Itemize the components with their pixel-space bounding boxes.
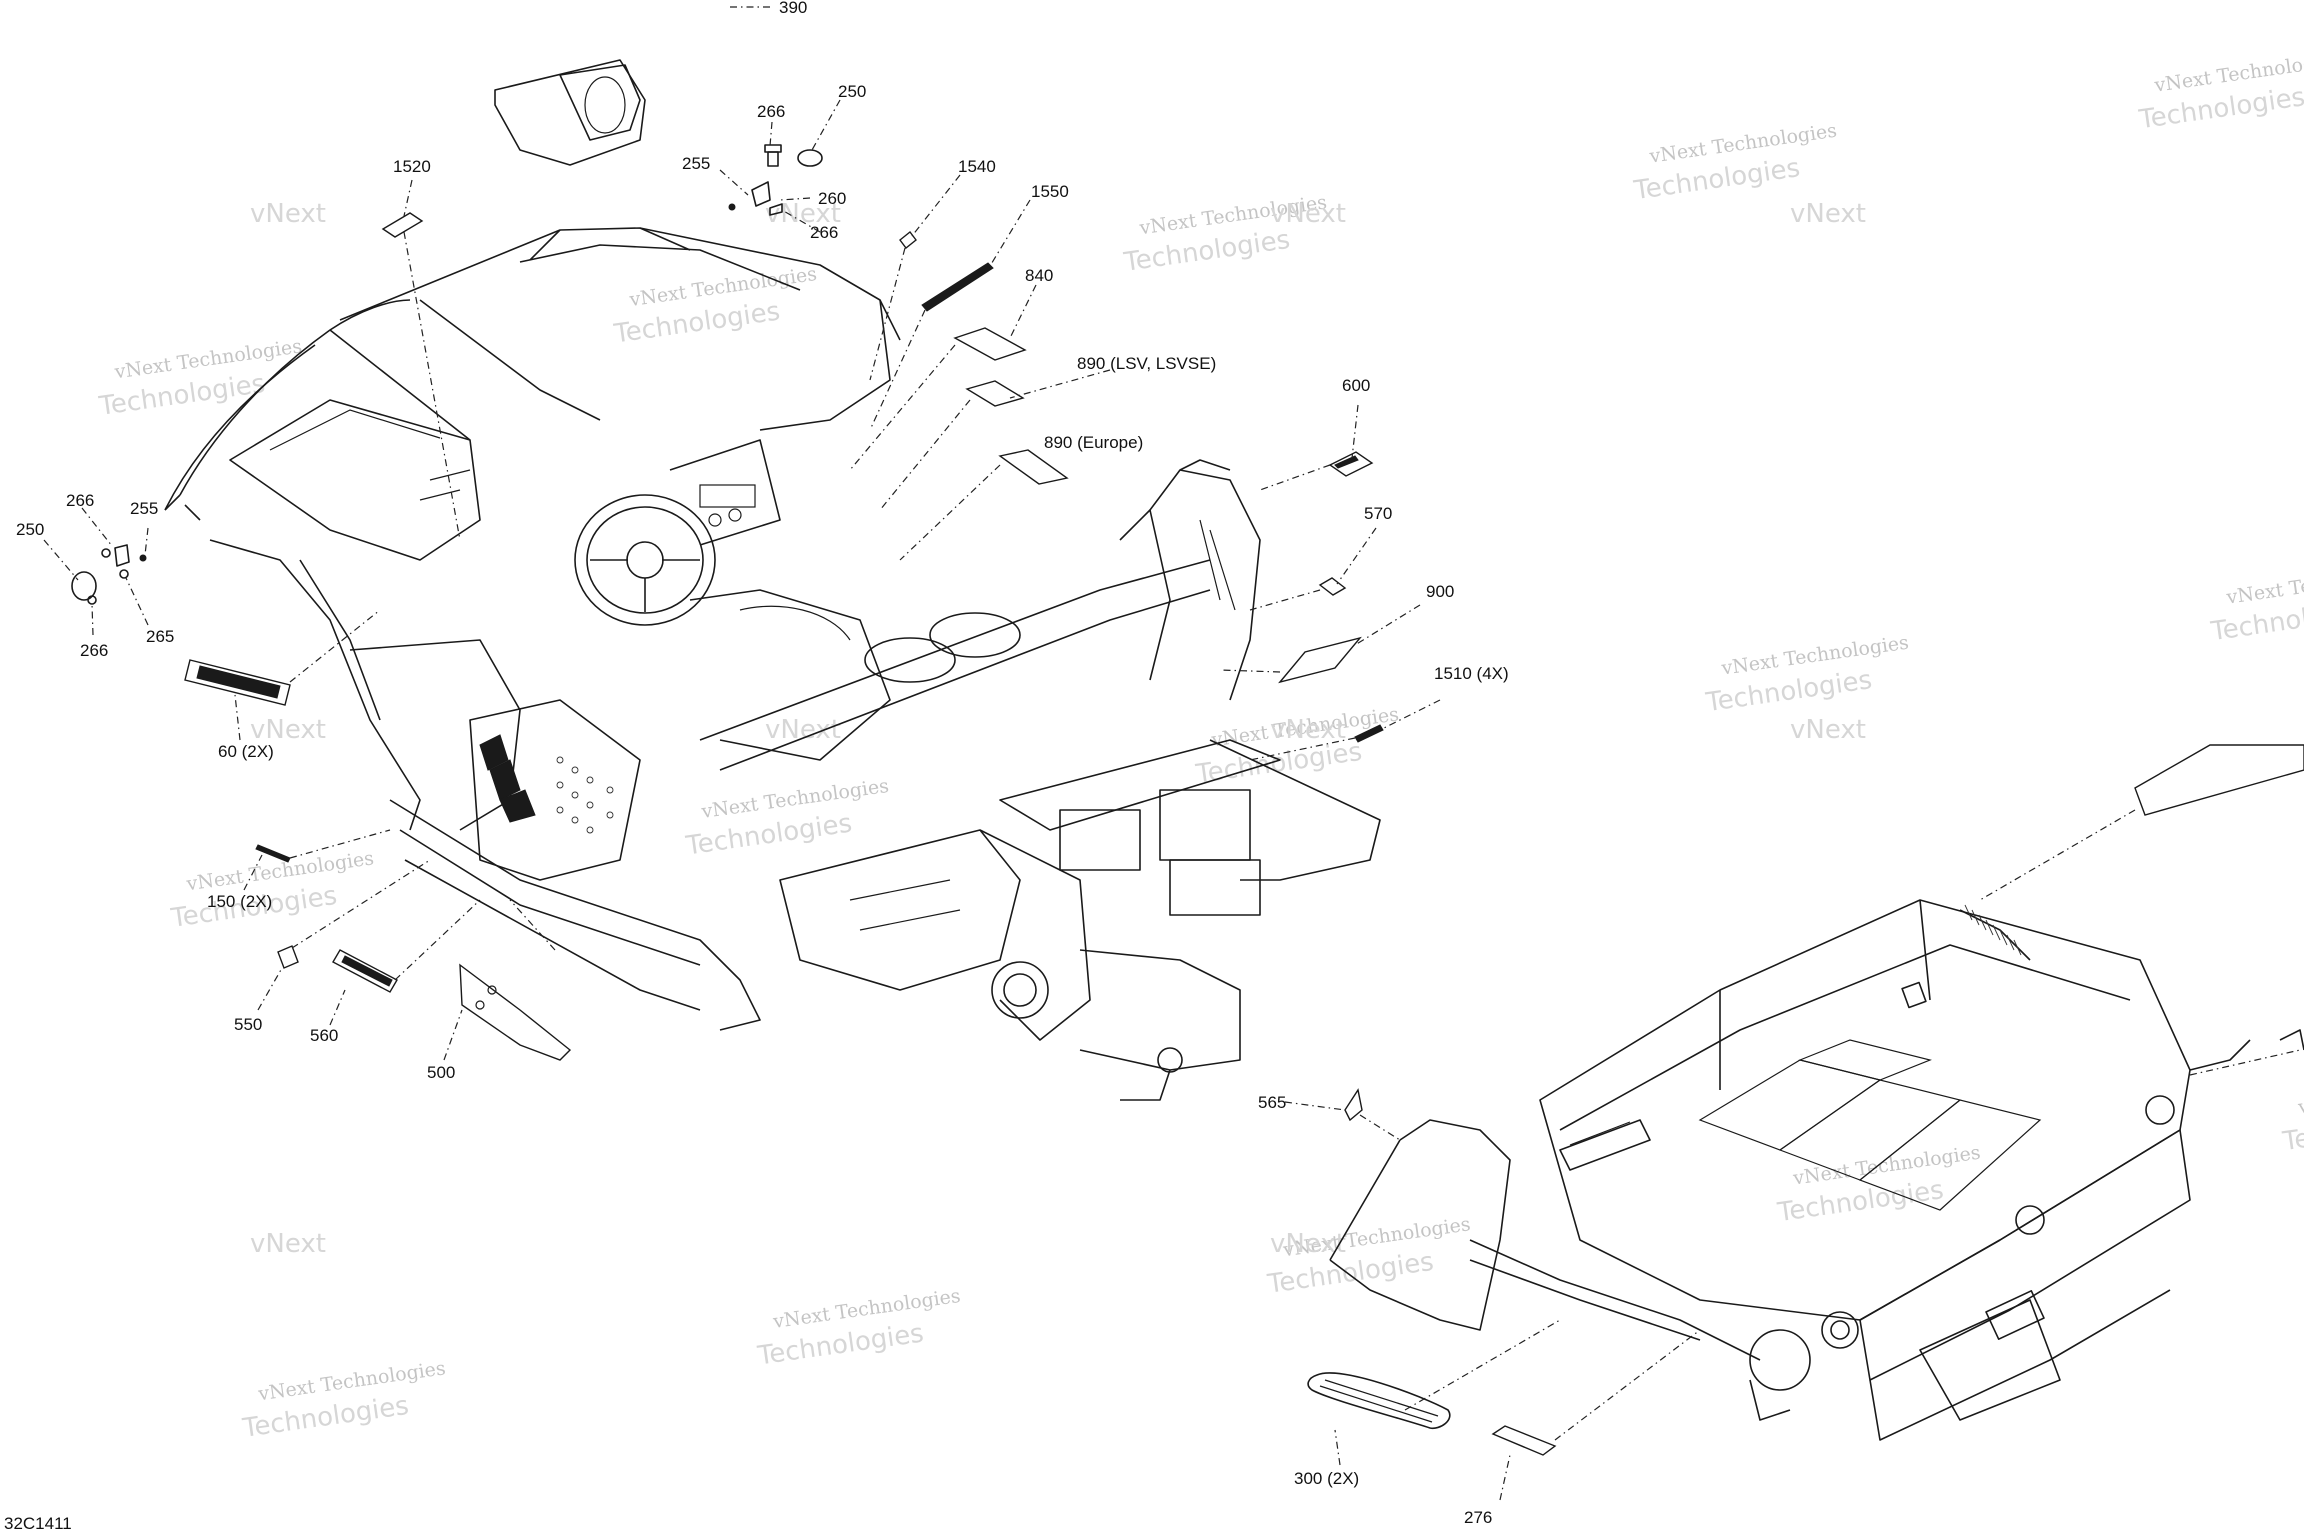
callout-250-left: 250 <box>16 520 44 539</box>
callout-266-mid: 266 <box>810 223 838 242</box>
svg-text:vNext: vNext <box>1790 199 1866 229</box>
decal-1520 <box>381 212 424 238</box>
decal-300-logo <box>1307 1372 1451 1430</box>
svg-text:vNext: vNext <box>250 1229 326 1259</box>
decal-right-edge <box>2134 744 2304 816</box>
svg-text:vNext Technologies: vNext Technologies <box>2224 561 2304 609</box>
callout-266-left-bottom: 266 <box>80 641 108 660</box>
decal-890-lsv <box>965 380 1025 407</box>
callout-250-top: 250 <box>838 82 866 101</box>
decal-1540 <box>899 231 917 249</box>
left-hardware-parts <box>71 544 147 605</box>
callout-565: 565 <box>1258 1093 1286 1112</box>
callout-265: 265 <box>146 627 174 646</box>
svg-text:vNext: vNext <box>1270 199 1346 229</box>
watermark-15: vNext Technologies Technologies <box>2280 1071 2304 1158</box>
decal-570 <box>1318 577 1347 596</box>
callout-900: 900 <box>1426 582 1454 601</box>
callout-500: 500 <box>427 1063 455 1082</box>
svg-text:vNext: vNext <box>765 715 841 745</box>
decal-840 <box>953 327 1027 361</box>
decal-565 <box>1344 1088 1363 1122</box>
decal-900 <box>1278 636 1362 684</box>
decal-150 <box>255 844 291 863</box>
callout-560: 560 <box>310 1026 338 1045</box>
callout-1520: 1520 <box>393 157 431 176</box>
callout-255-left: 255 <box>130 499 158 518</box>
callout-255-top: 255 <box>682 154 710 173</box>
watermark-grid: vNext Technologies Technologies vNext Te… <box>96 49 2304 1444</box>
callout-840: 840 <box>1025 266 1053 285</box>
svg-text:vNext: vNext <box>1790 715 1866 745</box>
watermark-10: vNext Technologies Technologies <box>2208 561 2304 648</box>
leader-lines <box>43 6 2301 1501</box>
watermark-6: vNext Technologies Technologies <box>168 847 375 934</box>
decal-1510 <box>1354 724 1384 743</box>
watermark-1: vNext Technologies Technologies <box>96 335 303 422</box>
decal-550 <box>277 945 299 969</box>
callout-1540: 1540 <box>958 157 996 176</box>
callout-1550: 1550 <box>1031 182 1069 201</box>
callout-266-top: 266 <box>757 102 785 121</box>
callout-550: 550 <box>234 1015 262 1034</box>
drawing-code-label: 32C1411 <box>4 1514 72 1533</box>
decal-1550 <box>921 262 994 312</box>
callout-890-lsv: 890 (LSV, LSVSE) <box>1077 354 1216 373</box>
svg-text:vNext Technologies: vNext Technologies <box>2296 1071 2304 1119</box>
watermark-overlay-marks: vNext vNext vNext vNext vNext vNext vNex… <box>250 199 1866 1259</box>
vehicle-body-frame <box>164 227 1381 1101</box>
callout-600: 600 <box>1342 376 1370 395</box>
top-hardware-parts <box>728 144 823 216</box>
callout-390: 390 <box>779 0 807 17</box>
callout-266-left-top: 266 <box>66 491 94 510</box>
watermark-4: vNext Technologies Technologies <box>1631 120 1838 207</box>
watermark-2: vNext Technologies Technologies <box>611 263 818 350</box>
watermark-9: vNext Technologies Technologies <box>1703 632 1910 719</box>
callout-1510: 1510 (4X) <box>1434 664 1509 683</box>
decal-276 <box>1491 1425 1557 1456</box>
svg-text:vNext: vNext <box>250 199 326 229</box>
callout-60: 60 (2X) <box>218 742 274 761</box>
callout-570: 570 <box>1364 504 1392 523</box>
watermark-11: vNext Technologies Technologies <box>240 1357 447 1444</box>
callout-150: 150 (2X) <box>207 892 272 911</box>
cargo-box-assembly <box>1329 899 2251 1441</box>
svg-text:vNext: vNext <box>765 199 841 229</box>
callout-300: 300 (2X) <box>1294 1469 1359 1488</box>
svg-text:vNext: vNext <box>1270 715 1346 745</box>
callout-260: 260 <box>818 189 846 208</box>
callout-labels: 390 266 250 255 260 266 1520 1540 1550 8… <box>16 0 1509 1527</box>
watermark-12: vNext Technologies Technologies <box>755 1285 962 1372</box>
decal-890-europe <box>998 449 1069 485</box>
callout-890-europe: 890 (Europe) <box>1044 433 1143 452</box>
watermark-5: vNext Technologies Technologies <box>2136 49 2304 136</box>
decal-600 <box>1328 451 1374 477</box>
watermark-14: vNext Technologies Technologies <box>1775 1142 1982 1229</box>
instrument-cluster-part <box>494 59 646 166</box>
decal-500 <box>459 963 572 1061</box>
svg-text:vNext: vNext <box>1270 1229 1346 1259</box>
watermark-7: vNext Technologies Technologies <box>683 775 890 862</box>
decal-parts <box>184 212 2304 1456</box>
callout-276: 276 <box>1464 1508 1492 1527</box>
svg-text:vNext: vNext <box>250 715 326 745</box>
